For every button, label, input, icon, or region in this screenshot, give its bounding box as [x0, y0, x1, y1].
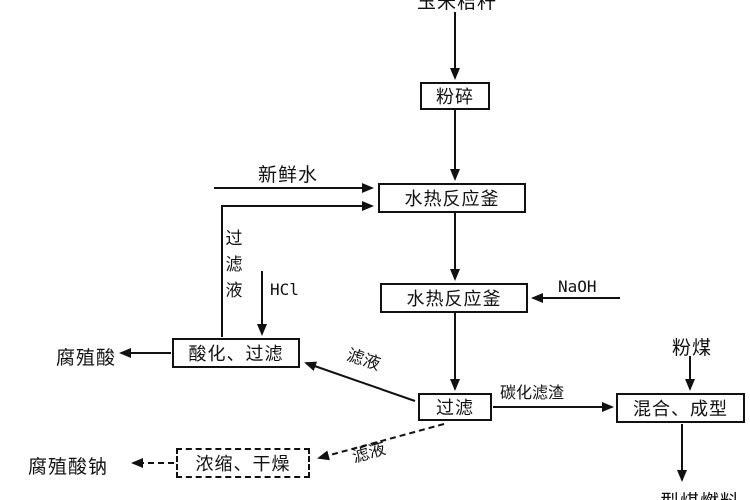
label-recycle-filtrate: 过滤液: [225, 229, 243, 300]
label-hcl: HCl: [270, 280, 299, 299]
node-mix-form: 混合、成型: [616, 393, 745, 423]
arrow-filter-to-concentrate: [317, 423, 445, 461]
node-filter: 过滤: [418, 393, 492, 421]
arrow-recycle-filtrate: [221, 201, 374, 337]
node-reactor2: 水热反应釜: [380, 283, 528, 313]
label-briquette-fuel: 型煤燃料: [660, 487, 740, 500]
label-humic-acid: 腐殖酸: [56, 348, 117, 369]
node-concentrate-dry: 浓缩、干燥: [176, 448, 310, 478]
label-fresh-water: 新鲜水: [258, 165, 319, 186]
label-naoh: NaOH: [558, 277, 597, 296]
node-reactor1: 水热反应釜: [378, 183, 526, 213]
arrow-filter-to-acidify: [304, 361, 416, 402]
label-sodium-humate: 腐殖酸钠: [28, 457, 109, 478]
node-crush: 粉碎: [420, 82, 490, 110]
label-coal-powder: 粉煤: [672, 338, 713, 359]
label-carbonized-residue: 碳化滤渣: [500, 385, 565, 402]
node-acidify-filter: 酸化、过滤: [172, 338, 300, 368]
feed-label-top: 玉米秸秆: [417, 0, 498, 13]
